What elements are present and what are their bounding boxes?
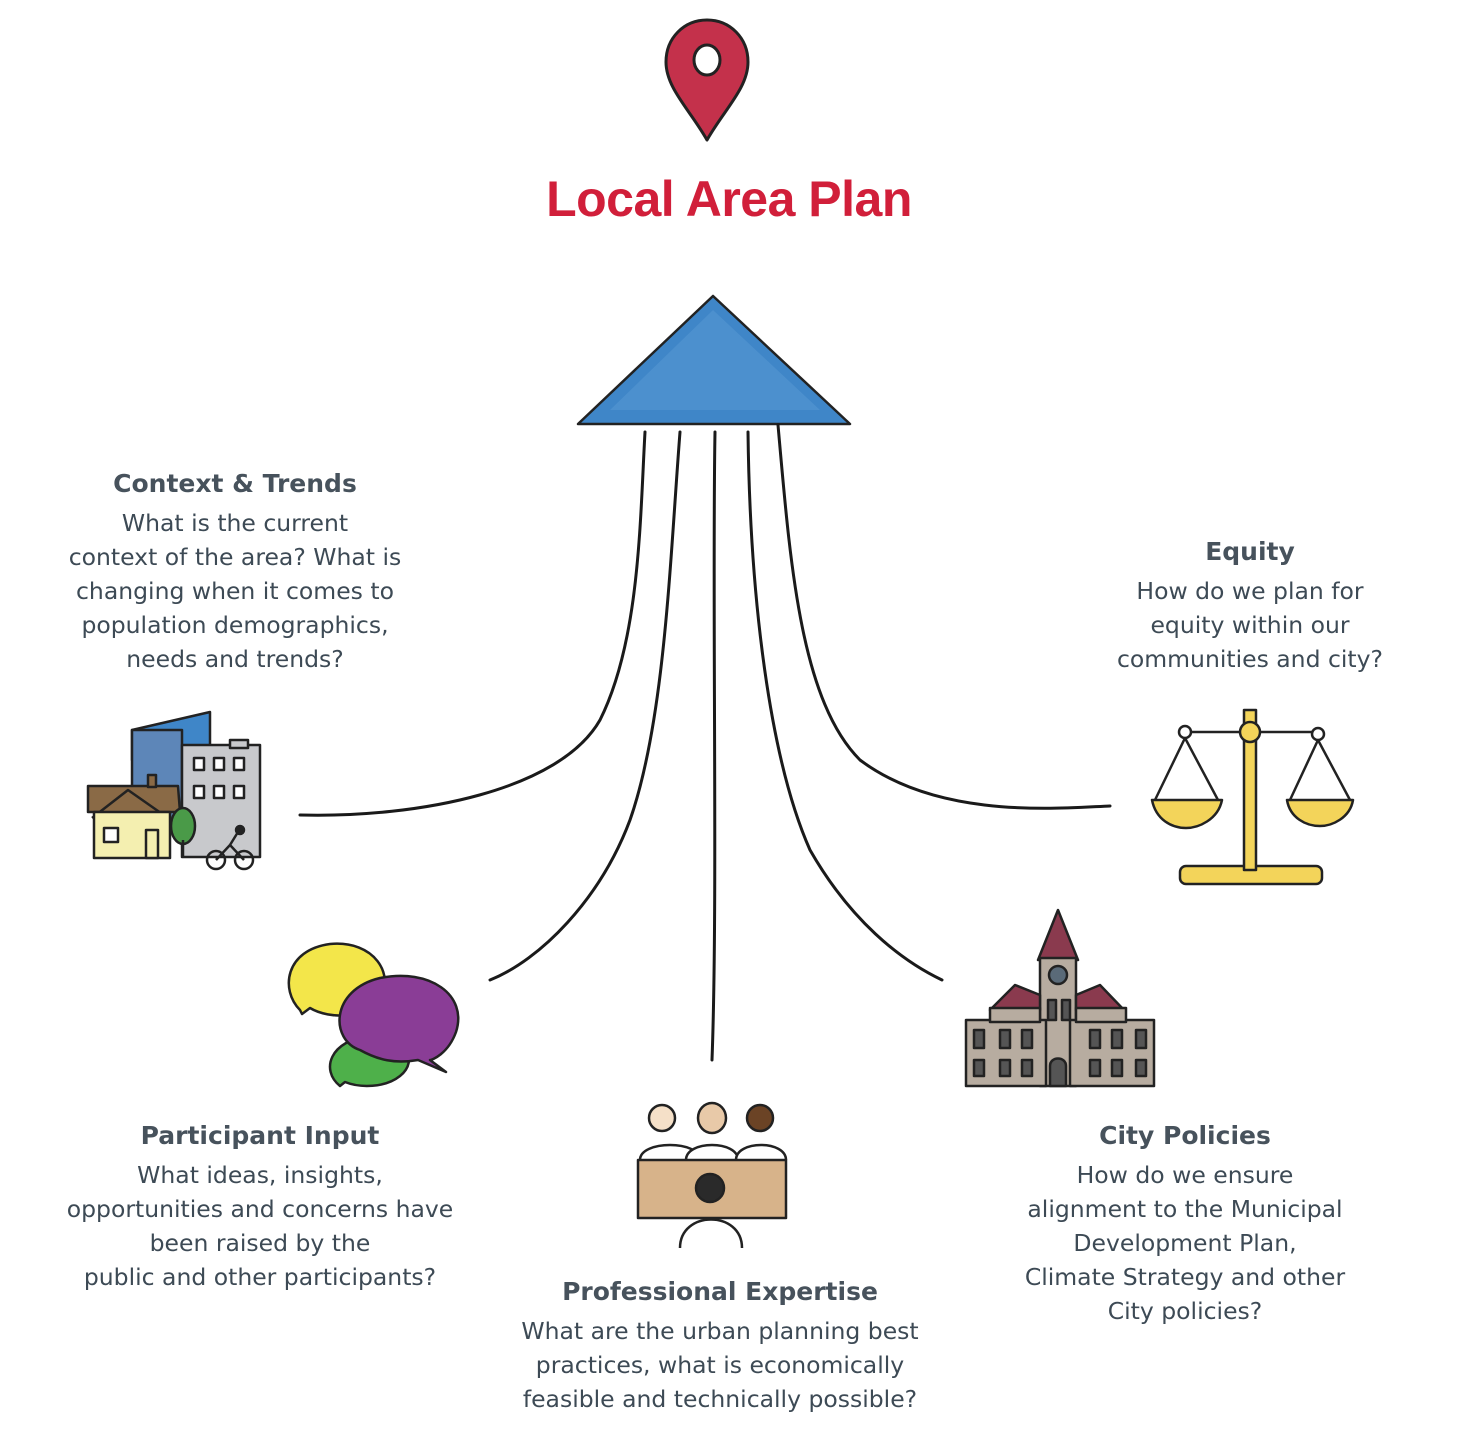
city-policies-body: How do we ensure alignment to the Munici… (1024, 1161, 1346, 1325)
city-policies-node: City Policies How do we ensure alignment… (980, 1120, 1390, 1328)
equity-node: Equity How do we plan for equity within … (1080, 536, 1420, 676)
line-to-city (746, 430, 944, 982)
buildings-icon (86, 710, 262, 871)
professional-expertise-body: What are the urban planning best practic… (521, 1317, 919, 1413)
connector-lines (298, 423, 1112, 1062)
participant-input-heading: Participant Input (140, 1121, 380, 1150)
line-to-context (298, 430, 647, 817)
context-trends-heading: Context & Trends (113, 469, 357, 498)
professional-expertise-heading: Professional Expertise (562, 1277, 878, 1306)
participant-input-node: Participant Input What ideas, insights, … (40, 1120, 480, 1294)
line-to-professional (710, 430, 717, 1062)
panel-icon (636, 1101, 788, 1249)
scale-icon (1150, 708, 1355, 886)
city-policies-heading: City Policies (1099, 1121, 1271, 1150)
map-pin-icon (664, 18, 750, 142)
participant-input-body: What ideas, insights, opportunities and … (66, 1161, 454, 1291)
equity-heading: Equity (1205, 537, 1295, 566)
line-to-equity (776, 423, 1112, 810)
professional-expertise-node: Professional Expertise What are the urba… (485, 1276, 955, 1416)
triangle-roof-icon (576, 294, 852, 426)
line-to-participant (488, 430, 682, 982)
context-trends-body: What is the current context of the area?… (68, 509, 402, 673)
city-hall-icon (964, 908, 1156, 1088)
equity-body: How do we plan for equity within our com… (1116, 577, 1384, 673)
speech-bubbles-icon (287, 942, 460, 1088)
context-trends-node: Context & Trends What is the current con… (40, 468, 430, 676)
page-title: Local Area Plan (546, 171, 912, 227)
